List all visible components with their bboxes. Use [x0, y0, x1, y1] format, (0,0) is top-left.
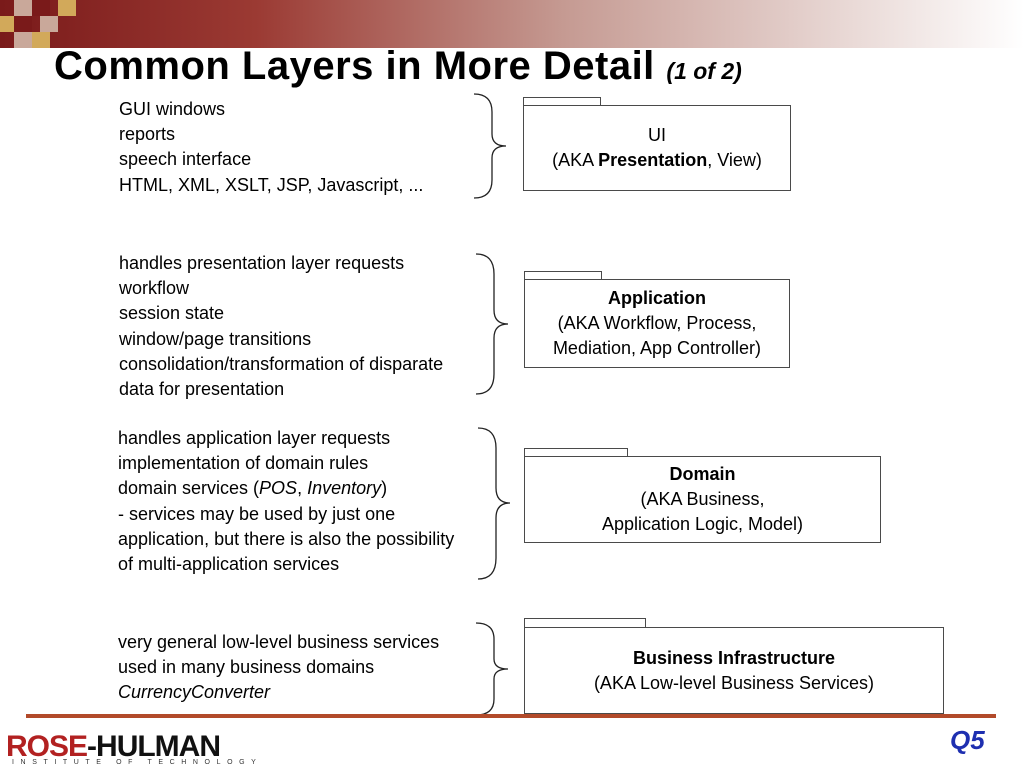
footer-divider: [26, 714, 996, 718]
description-line: GUI windows: [119, 99, 226, 119]
deco-square: [32, 32, 50, 48]
rose-hulman-logo: ROSE-HULMAN: [6, 730, 221, 763]
description-line: data for presentation: [119, 379, 285, 400]
deco-square: [14, 32, 32, 48]
layer-ui-description: GUI windows reports speech interface HTM…: [119, 97, 423, 198]
package-subtitle: Application Logic, Model): [601, 514, 804, 534]
description-line: HTML, XML, XSLT, JSP, Javascript, ...: [119, 174, 424, 195]
layer-infrastructure-description: very general low-level business services…: [118, 630, 439, 706]
logo-subtitle: INSTITUTE OF TECHNOLOGY: [12, 759, 263, 766]
package-title: Application: [608, 288, 706, 308]
package-title: Business Infrastructure: [632, 647, 836, 668]
description-line: very general low-level business services: [118, 632, 440, 652]
description-line: consolidation/transformation of disparat…: [119, 353, 444, 374]
package-subtitle: (AKA Business,: [640, 489, 765, 509]
deco-square: [0, 16, 14, 32]
package-subtitle: (AKA Low-level Business Services): [593, 672, 875, 693]
description-line: window/page transitions: [119, 328, 312, 349]
layer-application-description: handles presentation layer requests work…: [119, 251, 443, 402]
description-line: implementation of domain rules: [118, 453, 369, 474]
description-line: application, but there is also the possi…: [118, 528, 455, 549]
title-suffix: (1 of 2): [666, 58, 742, 84]
header-band: [0, 0, 1024, 48]
description-line: CurrencyConverter: [118, 682, 271, 703]
deco-square: [14, 16, 32, 32]
package-title: UI: [648, 125, 666, 145]
description-line: handles presentation layer requests: [119, 253, 405, 273]
package-subtitle: (AKA Workflow, Process,: [557, 313, 757, 333]
brace-icon: [475, 622, 509, 716]
package-subtitle: (AKA Presentation, View): [552, 150, 762, 170]
package-domain: Domain (AKA Business, Application Logic,…: [524, 448, 881, 543]
description-line: workflow: [119, 278, 190, 299]
description-line: used in many business domains: [118, 657, 375, 678]
package-title: Domain: [669, 464, 736, 484]
layer-domain-description: handles application layer requests imple…: [118, 426, 454, 577]
description-line: speech interface: [119, 149, 252, 170]
deco-square: [40, 16, 58, 32]
package-application: Application (AKA Workflow, Process, Medi…: [524, 271, 790, 368]
description-line: domain services (POS, Inventory): [118, 478, 388, 499]
brace-icon: [475, 253, 509, 395]
description-line: reports: [119, 124, 176, 145]
package-subtitle: Mediation, App Controller): [552, 338, 762, 358]
description-line: session state: [119, 303, 225, 324]
package-ui: UI (AKA Presentation, View): [523, 97, 791, 192]
brace-icon: [473, 93, 507, 199]
deco-square: [14, 0, 32, 16]
slide-tag: Q5: [950, 725, 985, 755]
brace-icon: [477, 427, 511, 580]
description-line: - services may be used by just one: [118, 503, 396, 524]
deco-square: [32, 0, 50, 16]
deco-square: [58, 0, 76, 16]
package-business-infrastructure: Business Infrastructure (AKA Low-level B…: [524, 618, 944, 714]
description-line: of multi-application services: [118, 554, 340, 575]
page-title: Common Layers in More Detail (1 of 2): [54, 44, 742, 88]
description-line: handles application layer requests: [118, 428, 391, 448]
